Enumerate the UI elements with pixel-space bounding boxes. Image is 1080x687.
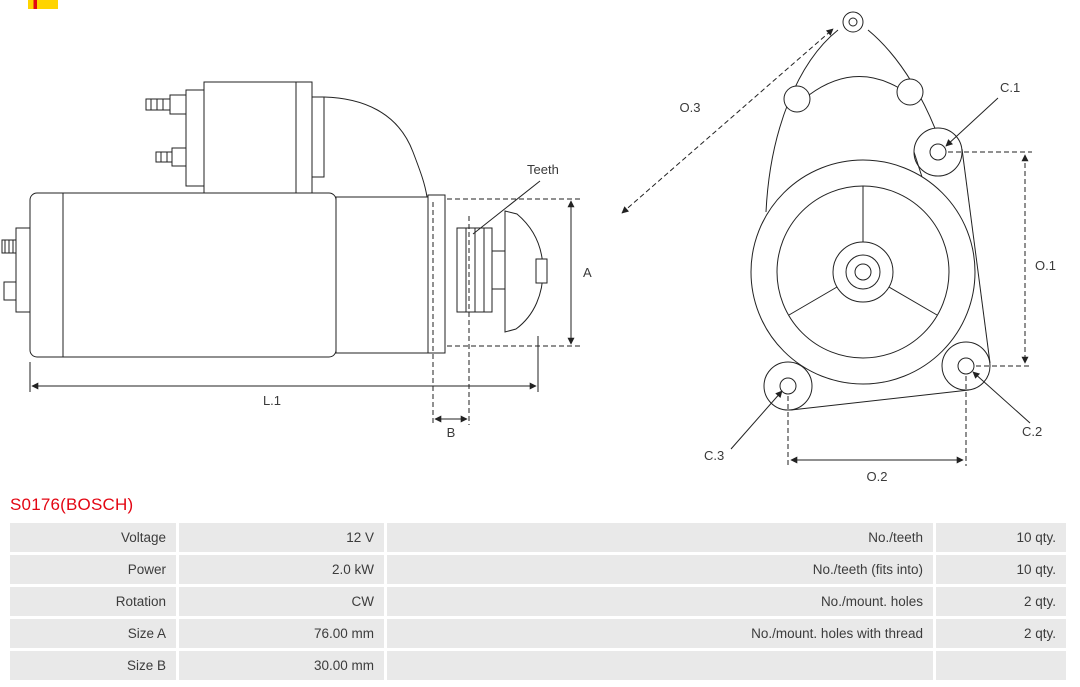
spec-value-size-a: 76.00 mm	[179, 619, 384, 648]
dim-line-o3	[621, 28, 834, 214]
bell-housing-curve	[323, 96, 428, 198]
mount-hole-c2	[957, 357, 975, 375]
dome-bump-right	[896, 78, 924, 106]
pinion-gear	[456, 227, 506, 313]
label-teeth: Teeth	[527, 162, 559, 177]
spec-value-no-mount-holes-thread: 2 qty.	[936, 619, 1066, 648]
side-view	[1, 81, 548, 358]
label-c1: C.1	[1000, 80, 1020, 95]
spec-label-rotation: Rotation	[10, 587, 176, 616]
mounting-flange-side	[427, 194, 446, 354]
front-view-labels: O.3 O.1 O.2 C.1 C.2 C.3	[680, 80, 1056, 484]
spec-label-no-teeth: No./teeth	[387, 523, 933, 552]
label-c2: C.2	[1022, 424, 1042, 439]
leader-c1	[945, 97, 999, 147]
spec-table: Voltage 12 V No./teeth 10 qty. Power 2.0…	[10, 523, 1066, 680]
front-view	[750, 11, 991, 411]
top-tab-hole	[848, 17, 858, 27]
spec-value-power: 2.0 kW	[179, 555, 384, 584]
front-view-dimensions	[621, 28, 1032, 466]
spec-label-size-a: Size A	[10, 619, 176, 648]
label-a: A	[583, 265, 592, 280]
drive-housing	[335, 196, 429, 354]
spec-value-voltage: 12 V	[179, 523, 384, 552]
teeth-leader-line	[472, 180, 541, 235]
side-view-labels: Teeth A L.1 B	[263, 162, 592, 440]
nose-bracket	[504, 210, 548, 333]
solenoid	[145, 81, 325, 194]
spec-label-voltage: Voltage	[10, 523, 176, 552]
shaft-center	[854, 263, 872, 281]
label-o1: O.1	[1035, 258, 1056, 273]
spec-label-no-mount-holes-thread: No./mount. holes with thread	[387, 619, 933, 648]
side-view-dimensions	[29, 180, 580, 425]
terminal-stud-left	[1, 227, 33, 313]
dome-bump-left	[783, 85, 811, 113]
spec-label-no-teeth-fits-into: No./teeth (fits into)	[387, 555, 933, 584]
spec-value-no-teeth-fits-into: 10 qty.	[936, 555, 1066, 584]
spec-value-size-b: 30.00 mm	[179, 651, 384, 680]
technical-drawing: Teeth A L.1 B	[1, 11, 1056, 484]
label-b: B	[447, 425, 456, 440]
spec-label-power: Power	[10, 555, 176, 584]
part-number: S0176(BOSCH)	[10, 495, 134, 514]
spec-section: S0176(BOSCH) Voltage 12 V No./teeth 10 q…	[10, 492, 1066, 680]
spec-value-no-mount-holes: 2 qty.	[936, 587, 1066, 616]
label-l1: L.1	[263, 393, 281, 408]
spec-value-no-teeth: 10 qty.	[936, 523, 1066, 552]
motor-body	[29, 192, 337, 358]
spec-value-rotation: CW	[179, 587, 384, 616]
spec-label-empty	[387, 651, 933, 680]
leader-c3	[730, 390, 783, 450]
label-o2: O.2	[867, 469, 888, 484]
leader-c2	[972, 371, 1031, 424]
logo-fragment	[28, 0, 58, 9]
mount-hole-c1	[929, 143, 947, 161]
label-c3: C.3	[704, 448, 724, 463]
label-o3: O.3	[680, 100, 701, 115]
spec-value-empty	[936, 651, 1066, 680]
mount-hole-c3	[779, 377, 797, 395]
spec-label-size-b: Size B	[10, 651, 176, 680]
spec-label-no-mount-holes: No./mount. holes	[387, 587, 933, 616]
housing-outer-circle	[750, 159, 976, 385]
